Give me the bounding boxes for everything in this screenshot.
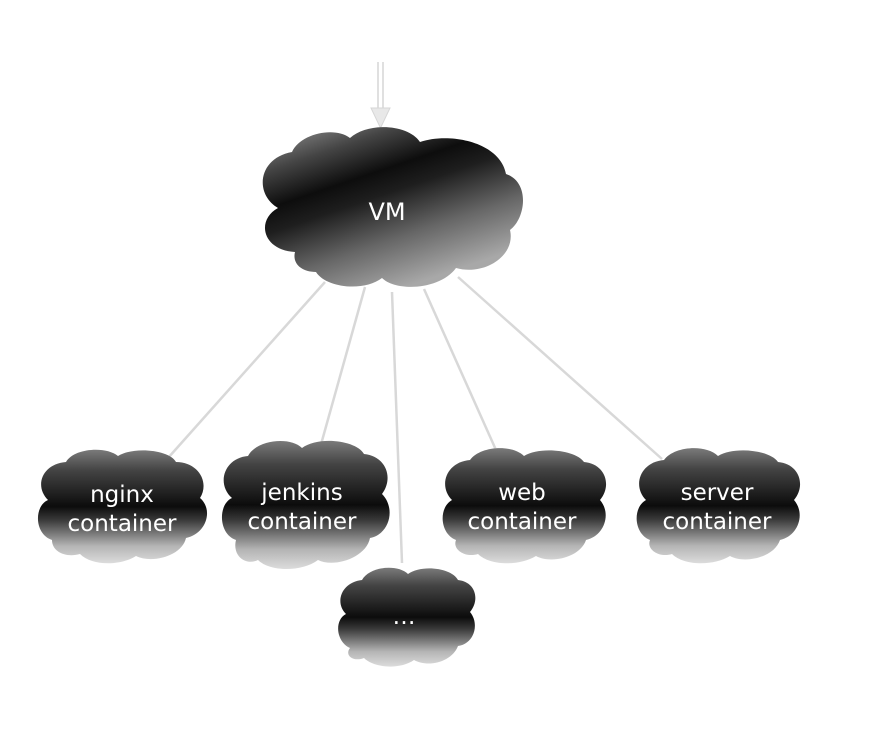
server-label-line2: container (663, 509, 773, 535)
web-container-cloud: web container (442, 448, 607, 564)
jenkins-label-line1: jenkins (260, 480, 342, 506)
connector-jenkins (318, 286, 367, 449)
vm-cloud: VM (262, 127, 523, 287)
connector-web (422, 288, 498, 451)
web-label-line1: web (498, 480, 546, 506)
connectors (167, 276, 663, 564)
nginx-container-cloud: nginx container (37, 449, 208, 564)
nginx-label-line2: container (68, 511, 178, 537)
more-containers-cloud: … (338, 567, 476, 667)
connector-more (390, 291, 404, 564)
jenkins-container-cloud: jenkins container (221, 440, 390, 569)
vm-label: VM (368, 198, 405, 226)
incoming-arrow (370, 62, 391, 130)
web-label-line2: container (468, 509, 578, 535)
more-label: … (393, 604, 416, 630)
server-label-line1: server (681, 480, 754, 506)
nginx-label-line1: nginx (90, 482, 154, 508)
connector-server (457, 276, 663, 460)
connector-nginx (167, 281, 326, 459)
server-container-cloud: server container (636, 448, 801, 564)
jenkins-label-line2: container (248, 509, 358, 535)
